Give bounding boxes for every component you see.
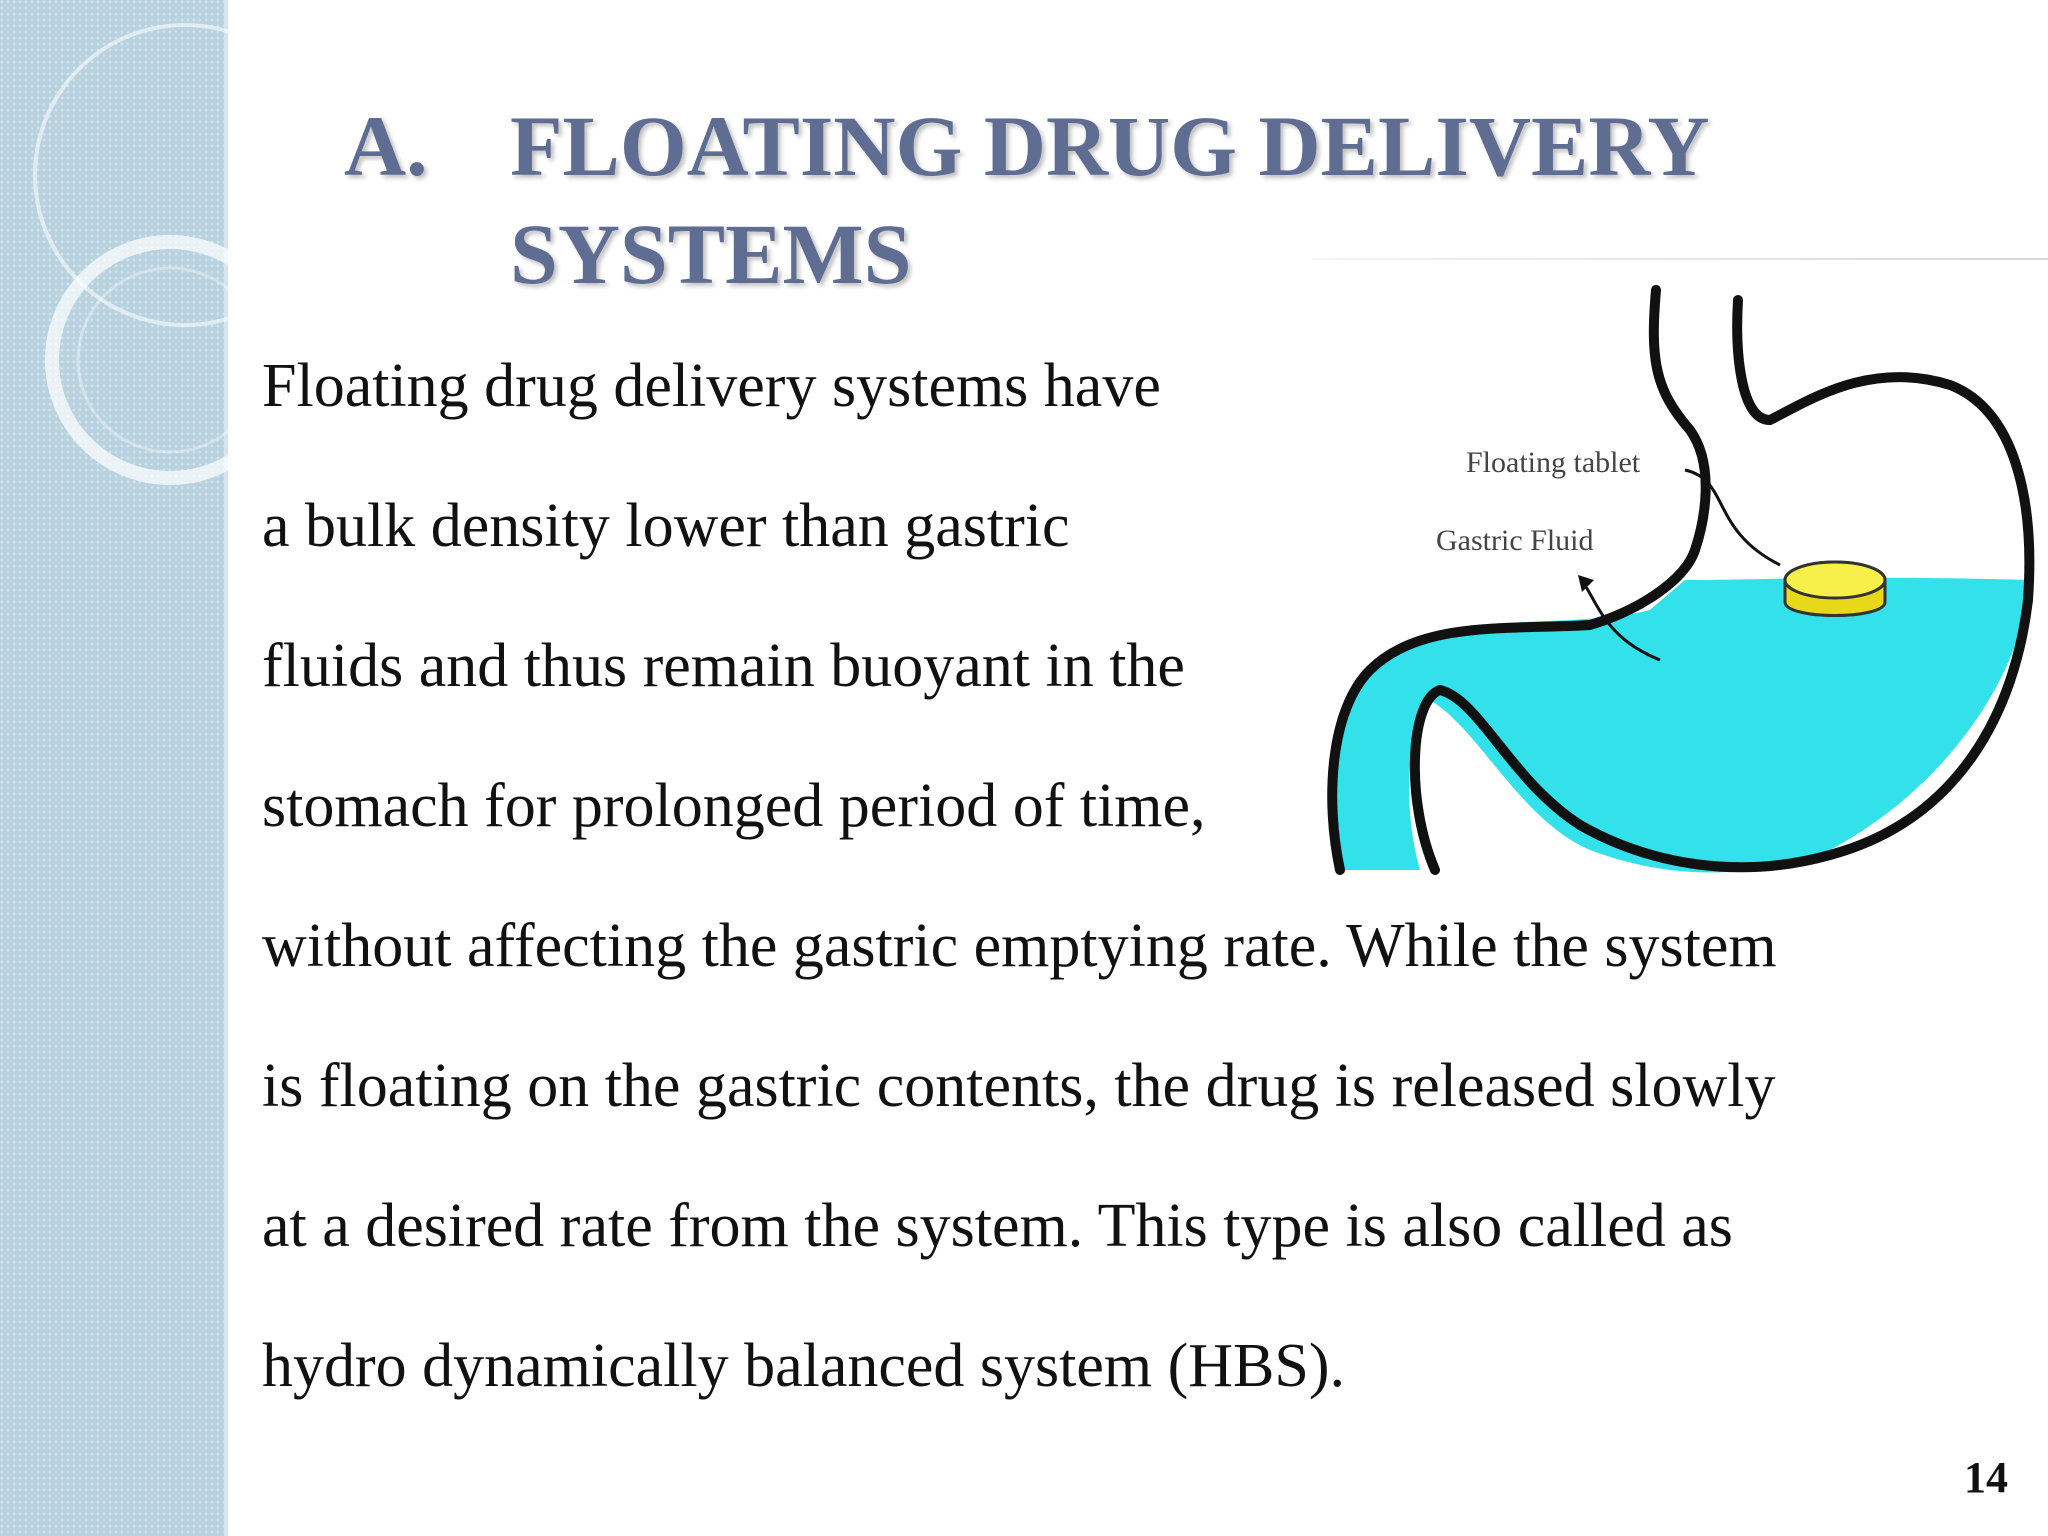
paragraph-line-8: hydro dynamically balanced system (HBS). <box>262 1332 1346 1400</box>
label-floating-tablet: Floating tablet <box>1466 446 1641 479</box>
paragraph-line-1: Floating drug delivery systems have <box>262 352 1161 420</box>
paragraph-line-2: a bulk density lower than gastric <box>262 492 1070 560</box>
paragraph-line-5: without affecting the gastric emptying r… <box>262 912 1777 980</box>
floating-tablet <box>1783 560 1887 600</box>
ring-decoration <box>33 23 260 485</box>
stomach-figure: Floating tablet Gastric Fluid <box>1310 280 2048 890</box>
paragraph-line-6: is floating on the gastric contents, the… <box>262 1052 1776 1120</box>
title-text-1: FLOATING DRUG DELIVERY <box>510 98 1710 194</box>
paragraph-line-7: at a desired rate from the system. This … <box>262 1192 1733 1260</box>
paragraph-line-3: fluids and thus remain buoyant in the <box>262 632 1185 700</box>
stomach-outline <box>1327 285 1711 875</box>
title-rule <box>1312 258 2048 260</box>
title-line-2: SYSTEMS <box>510 206 912 302</box>
page-number: 14 <box>1964 1453 2008 1502</box>
gastric-fluid-area <box>1330 577 2030 873</box>
label-gastric-fluid: Gastric Fluid <box>1436 524 1594 557</box>
paragraph-line-4: stomach for prolonged period of time, <box>262 772 1206 840</box>
stomach-illustration <box>1327 285 2035 875</box>
sidebar-edge <box>224 0 228 1536</box>
slide-title: A. FLOATING DRUG DELIVERY SYSTEMS <box>344 92 1710 308</box>
title-label: A. <box>344 98 428 194</box>
title-line-1: A. FLOATING DRUG DELIVERY <box>344 92 1710 200</box>
